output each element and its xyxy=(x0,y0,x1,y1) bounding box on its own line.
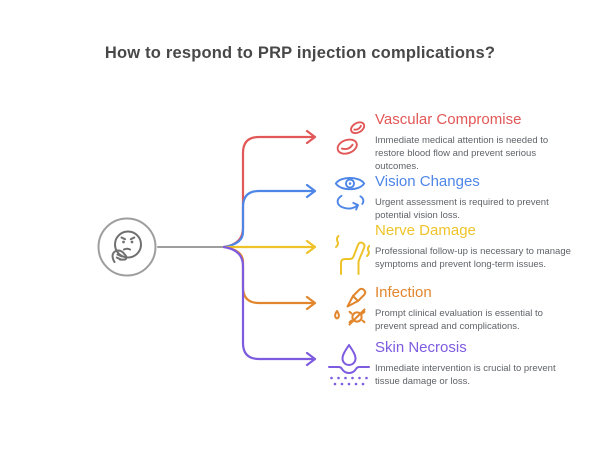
item-description: Professional follow-up is necessary to m… xyxy=(375,246,571,270)
eye-rotation-icon xyxy=(333,172,367,214)
central-node xyxy=(96,216,158,278)
thinking-face-icon xyxy=(97,217,157,277)
arm-pain-icon xyxy=(330,232,370,278)
item-description: Immediate medical attention is needed to… xyxy=(375,135,549,172)
connector-vision-changes xyxy=(222,183,317,249)
item-heading: Vision Changes xyxy=(375,173,480,190)
item-description: Immediate intervention is crucial to pre… xyxy=(375,363,556,387)
item-nerve-damage: Nerve Damage Professional follow-up is n… xyxy=(375,221,580,271)
item-heading: Skin Necrosis xyxy=(375,339,467,356)
skin-drop-icon xyxy=(327,341,371,387)
connector-vascular-compromise xyxy=(222,129,317,249)
page-title: How to respond to PRP injection complica… xyxy=(104,44,496,62)
item-skin-necrosis: Skin Necrosis Immediate intervention is … xyxy=(375,338,580,388)
connector-skin-necrosis xyxy=(222,245,317,367)
item-infection: Infection Prompt clinical evaluation is … xyxy=(375,283,580,333)
connector-nerve-damage xyxy=(222,239,317,255)
item-vascular-compromise: Vascular Compromise Immediate medical at… xyxy=(375,110,580,173)
blood-cells-icon xyxy=(334,117,368,163)
connector-infection xyxy=(222,245,317,311)
item-vision-changes: Vision Changes Urgent assessment is requ… xyxy=(375,172,580,222)
item-description: Urgent assessment is required to prevent… xyxy=(375,197,549,221)
item-description: Prompt clinical evaluation is essential … xyxy=(375,308,543,332)
dropper-germ-icon xyxy=(331,285,369,329)
item-heading: Vascular Compromise xyxy=(375,111,522,128)
item-heading: Nerve Damage xyxy=(375,222,476,239)
item-heading: Infection xyxy=(375,284,432,301)
